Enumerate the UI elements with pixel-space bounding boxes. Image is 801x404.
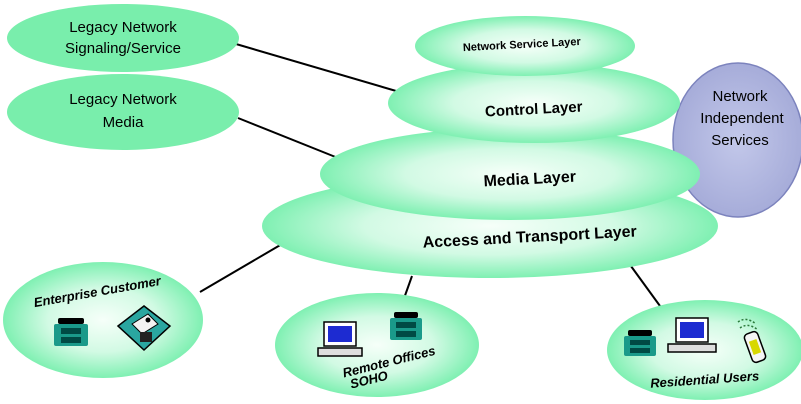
- control-layer-label: Control Layer: [485, 98, 583, 120]
- computer-icon: [317, 321, 363, 357]
- media-connector: [237, 117, 339, 159]
- legacy-signaling-oval: Legacy Network Signaling/Service: [7, 4, 239, 72]
- media-layer: Media Layer: [320, 128, 700, 220]
- legacy-media-line2: Media: [103, 114, 145, 131]
- telephone-icon: [624, 330, 656, 356]
- services-line1: Network: [712, 88, 768, 105]
- legacy-signaling-line2: Signaling/Service: [65, 40, 181, 57]
- control-layer: Control Layer: [388, 63, 680, 143]
- legacy-signaling-line1: Legacy Network: [69, 19, 177, 36]
- network-device-icon: [116, 305, 172, 352]
- connector-lines: [199, 43, 661, 307]
- services-line2: Independent: [700, 110, 784, 127]
- cordless-phone-icon: [737, 318, 767, 364]
- network-service-layer: Network Service Layer: [415, 16, 635, 76]
- residential-users-oval: Residential Users: [607, 300, 801, 400]
- remote-offices-oval: Remote Offices SOHO: [275, 293, 479, 397]
- legacy-media-oval: Legacy Network Media: [7, 74, 239, 150]
- signaling-connector: [235, 43, 421, 99]
- enterprise-connector: [199, 243, 283, 293]
- media-layer-label: Media Layer: [483, 169, 576, 191]
- enterprise-customer-oval: Enterprise Customer: [3, 262, 203, 378]
- network-independent-services-oval: Network Independent Services: [672, 62, 801, 218]
- telephone-icon: [390, 312, 422, 340]
- residential-connector: [627, 261, 661, 307]
- telephone-icon: [54, 318, 88, 346]
- computer-icon: [667, 317, 717, 353]
- legacy-media-line1: Legacy Network: [69, 91, 177, 108]
- services-line3: Services: [711, 132, 769, 149]
